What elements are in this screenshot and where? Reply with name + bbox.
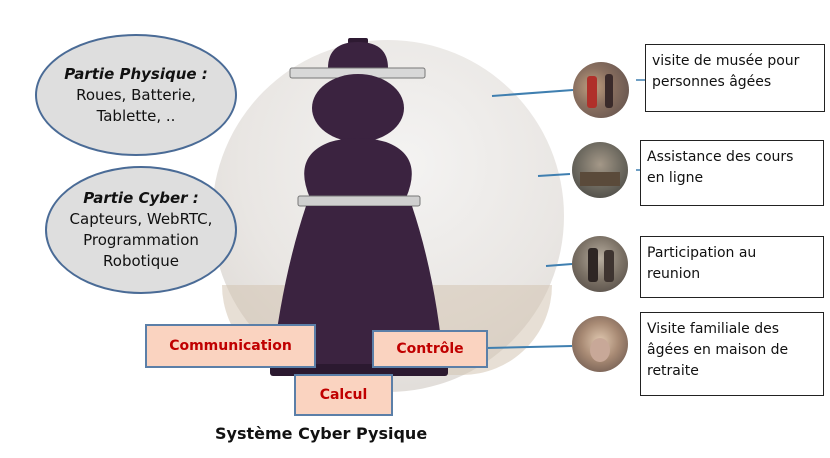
application-line: visite de musée pour	[652, 53, 800, 69]
application-line: Visite familiale des	[647, 321, 780, 337]
cyber-part-bubble: Partie Cyber : Capteurs, WebRTC, Program…	[45, 166, 237, 294]
physical-part-line: Tablette, ..	[96, 106, 176, 125]
application-box-courses: Assistance des cours en ligne	[640, 140, 824, 206]
controle-tag: Contrôle	[372, 330, 488, 368]
application-line: retraite	[647, 363, 699, 379]
calcul-tag: Calcul	[294, 374, 393, 416]
application-line: Participation au	[647, 245, 757, 261]
cyber-part-line: Capteurs, WebRTC,	[69, 210, 213, 228]
application-line: en ligne	[647, 170, 704, 186]
robot-upper-body	[304, 138, 412, 198]
classroom-photo	[572, 142, 628, 198]
elderly-home-photo	[572, 316, 628, 372]
physical-part-bubble: Partie Physique : Roues, Batterie, Table…	[35, 34, 237, 156]
robot-head	[312, 74, 404, 142]
communication-tag: Communication	[145, 324, 316, 368]
robot-figure	[270, 38, 448, 376]
application-line: Assistance des cours	[647, 149, 794, 165]
diagram-caption: Système Cyber Pysique	[215, 424, 428, 443]
application-box-meeting: Participation au reunion	[640, 236, 824, 298]
physical-part-heading: Partie Physique :	[64, 64, 208, 83]
cyber-part-heading: Partie Cyber :	[83, 189, 199, 207]
museum-photo	[573, 62, 629, 118]
application-box-museum: visite de musée pour personnes âgées	[645, 44, 825, 112]
application-box-elderly-home: Visite familiale des âgées en maison de …	[640, 312, 824, 396]
application-line: personnes âgées	[652, 74, 772, 90]
application-line: reunion	[647, 266, 701, 282]
robot-head-top	[328, 42, 388, 68]
cyber-part-line: Programmation	[83, 231, 199, 249]
physical-part-line: Roues, Batterie,	[76, 85, 196, 104]
meeting-photo	[572, 236, 628, 292]
cyber-part-line: Robotique	[103, 252, 179, 270]
application-line: âgées en maison de	[647, 342, 789, 358]
